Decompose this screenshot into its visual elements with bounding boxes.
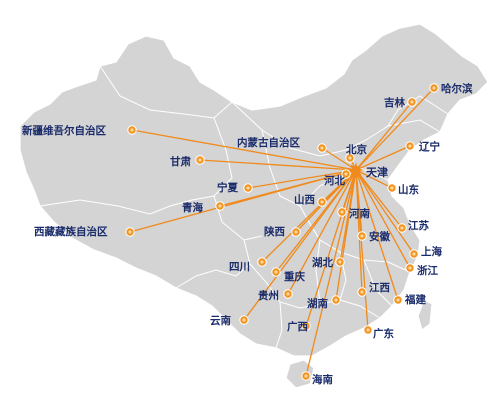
location-label-12: 山西 (294, 193, 315, 206)
location-marker-core-8 (218, 204, 222, 208)
location-label-0: 哈尔滨 (441, 82, 473, 95)
location-marker-core-23 (286, 292, 290, 296)
location-label-28: 广东 (373, 327, 394, 340)
location-marker-core-16 (294, 230, 298, 234)
location-label-4: 内蒙古自治区 (237, 136, 300, 149)
route-line-1 (355, 101, 413, 171)
location-label-17: 上海 (421, 245, 442, 258)
china-landmass (19, 23, 489, 389)
location-marker-core-7 (246, 186, 250, 190)
routes-layer (129, 87, 435, 377)
route-line-9 (129, 169, 357, 233)
location-label-10: 河北 (324, 174, 345, 187)
location-label-5: 新疆维吾尔自治区 (22, 124, 106, 137)
location-label-2: 辽宁 (419, 140, 440, 153)
location-marker-core-3 (348, 156, 352, 160)
mainland-shape (19, 23, 489, 357)
location-marker-core-11 (390, 186, 394, 190)
location-marker-core-21 (274, 270, 278, 274)
hub-marker[interactable] (348, 162, 364, 178)
location-label-26: 云南 (210, 314, 231, 327)
route-line-4 (321, 147, 357, 171)
route-line-23 (287, 169, 357, 295)
location-label-20: 浙江 (417, 264, 438, 277)
location-label-27: 广西 (287, 320, 308, 333)
location-marker-core-2 (408, 144, 412, 148)
location-marker-core-25 (334, 298, 338, 302)
route-line-0 (355, 87, 435, 171)
route-line-17 (355, 169, 415, 255)
route-line-27 (305, 169, 357, 327)
location-label-29: 海南 (312, 373, 333, 386)
hub-label: 天津 (366, 165, 388, 179)
location-marker-core-1 (410, 100, 414, 104)
route-line-6 (199, 159, 357, 171)
location-label-24: 福建 (404, 293, 426, 306)
location-marker-core-9 (128, 230, 132, 234)
location-marker-core-15 (360, 234, 364, 238)
location-label-15: 安徽 (369, 230, 390, 243)
location-label-14: 江苏 (408, 219, 429, 232)
location-marker-core-29 (304, 374, 308, 378)
route-line-5 (131, 129, 357, 171)
location-label-13: 河南 (349, 207, 370, 220)
location-marker-core-18 (260, 260, 264, 264)
location-marker-core-19 (338, 260, 342, 264)
location-label-22: 江西 (369, 281, 390, 294)
location-marker-core-27 (304, 324, 308, 328)
location-label-3: 北京 (346, 143, 367, 156)
location-label-19: 湖北 (312, 256, 333, 269)
location-label-9: 西藏藏族自治区 (34, 225, 108, 238)
route-line-24 (355, 169, 399, 301)
location-marker-core-12 (320, 200, 324, 204)
location-marker-core-10 (344, 172, 348, 176)
route-line-7 (247, 169, 357, 189)
location-marker-core-26 (242, 318, 246, 322)
location-marker-core-0 (432, 86, 436, 90)
province-borders (39, 65, 449, 349)
location-label-21: 重庆 (284, 270, 305, 283)
location-marker-core-6 (198, 158, 202, 162)
location-marker-core-4 (320, 146, 324, 150)
island-taiwan (417, 299, 433, 332)
location-marker-core-5 (130, 128, 134, 132)
location-label-11: 山东 (398, 183, 419, 196)
location-marker-core-24 (396, 298, 400, 302)
location-label-25: 湖南 (307, 297, 328, 310)
location-marker-core-14 (400, 226, 404, 230)
location-label-23: 贵州 (258, 289, 279, 302)
route-line-20 (355, 169, 411, 269)
route-line-29 (305, 169, 357, 377)
route-line-18 (261, 169, 357, 263)
location-marker-core-22 (360, 290, 364, 294)
island-hainan (285, 359, 315, 389)
location-label-7: 宁夏 (217, 181, 238, 194)
route-line-14 (355, 169, 403, 229)
dots-layer (125, 83, 439, 381)
location-label-8: 青海 (182, 201, 203, 214)
location-label-1: 吉林 (384, 96, 405, 109)
route-line-11 (355, 169, 393, 189)
route-line-2 (355, 145, 411, 171)
location-label-6: 甘肃 (170, 155, 191, 168)
location-label-18: 四川 (229, 261, 250, 273)
route-line-26 (243, 169, 357, 321)
route-line-25 (335, 169, 357, 301)
location-marker-core-28 (366, 328, 370, 332)
location-marker-core-20 (408, 266, 412, 270)
location-marker-core-17 (412, 252, 416, 256)
route-line-28 (355, 169, 369, 331)
location-label-16: 陕西 (264, 225, 285, 238)
location-marker-core-13 (340, 210, 344, 214)
